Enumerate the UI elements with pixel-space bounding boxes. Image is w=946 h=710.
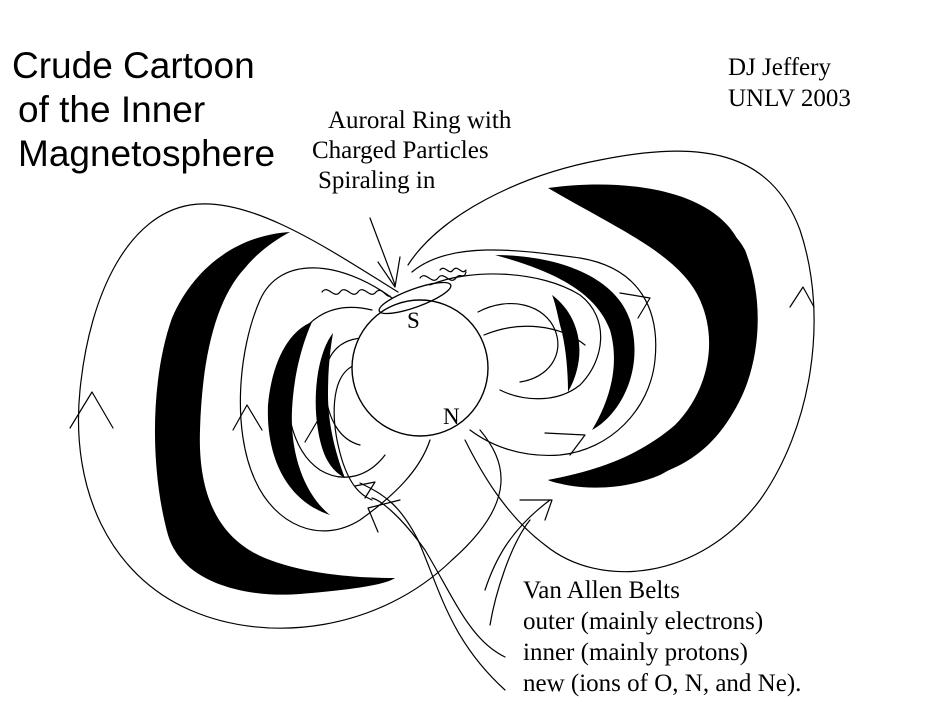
new-belt-right — [552, 295, 580, 392]
spiral-particles-left — [321, 289, 391, 297]
belts-pointer-new — [359, 482, 506, 691]
belts-pointer-inner — [371, 497, 506, 658]
new-belt-left — [315, 333, 345, 478]
diagram-title: Crude Cartoon of the Inner Magnetosphere — [12, 44, 275, 176]
south-pole-label: S — [407, 308, 420, 333]
field-line-extra-1 — [333, 364, 373, 501]
auroral-label-line-1: Auroral Ring with — [328, 107, 512, 134]
field-line-middle-left — [239, 267, 431, 532]
arrow-right-lower — [544, 432, 586, 456]
arrow-right-middle — [619, 292, 651, 319]
auroral-label-line-2: Charged Particles — [312, 137, 489, 164]
belts-label-inner: inner (mainly protons) — [523, 639, 748, 666]
arrow-left-middle — [232, 404, 263, 431]
author-credit: DJ Jeffery UNLV 2003 — [728, 52, 851, 114]
field-line-outer-left — [77, 203, 502, 629]
belts-label-heading: Van Allen Belts — [523, 577, 680, 604]
field-line-outer-right — [407, 150, 815, 573]
belts-pointer-outer — [484, 499, 551, 591]
field-line-middle-right — [411, 249, 657, 457]
title-line-2: of the Inner — [18, 89, 206, 130]
north-pole-label: N — [443, 404, 460, 429]
inner-belt-left — [267, 322, 330, 515]
arrow-right-outer — [789, 286, 815, 308]
credit-line-2: UNLV 2003 — [728, 85, 851, 112]
belts-label-new: new (ions of O, N, and Ne). — [523, 670, 802, 697]
belts-label-outer: outer (mainly electrons) — [523, 608, 764, 635]
spiral-particles-top — [439, 267, 467, 273]
outer-belt-left — [154, 232, 395, 595]
arrow-left-outer — [69, 391, 114, 429]
title-line-1: Crude Cartoon — [12, 45, 255, 86]
spiral-particles-right — [419, 271, 467, 281]
van-allen-belts-label: Van Allen Belts outer (mainly electrons)… — [523, 575, 801, 699]
credit-line-1: DJ Jeffery — [728, 54, 831, 81]
auroral-ring-label: Auroral Ring with Charged Particles Spir… — [312, 106, 511, 196]
inner-belt-right — [495, 255, 635, 430]
belts-pointer-new-head — [354, 481, 376, 499]
auroral-pointer-line — [369, 217, 396, 286]
auroral-ring — [378, 281, 452, 315]
auroral-pointer-head — [377, 256, 401, 288]
earth — [351, 299, 489, 437]
outer-belt-right-body — [548, 188, 758, 485]
auroral-label-line-3: Spiraling in — [318, 167, 436, 194]
belts-pointer-inner-head — [367, 499, 401, 533]
field-line-inner-right — [429, 273, 602, 400]
belts-pointer-outer-2 — [489, 519, 531, 626]
field-line-innermost-right — [477, 303, 559, 383]
title-line-3: Magnetosphere — [18, 133, 276, 174]
belts-pointer-outer-head — [519, 499, 553, 521]
